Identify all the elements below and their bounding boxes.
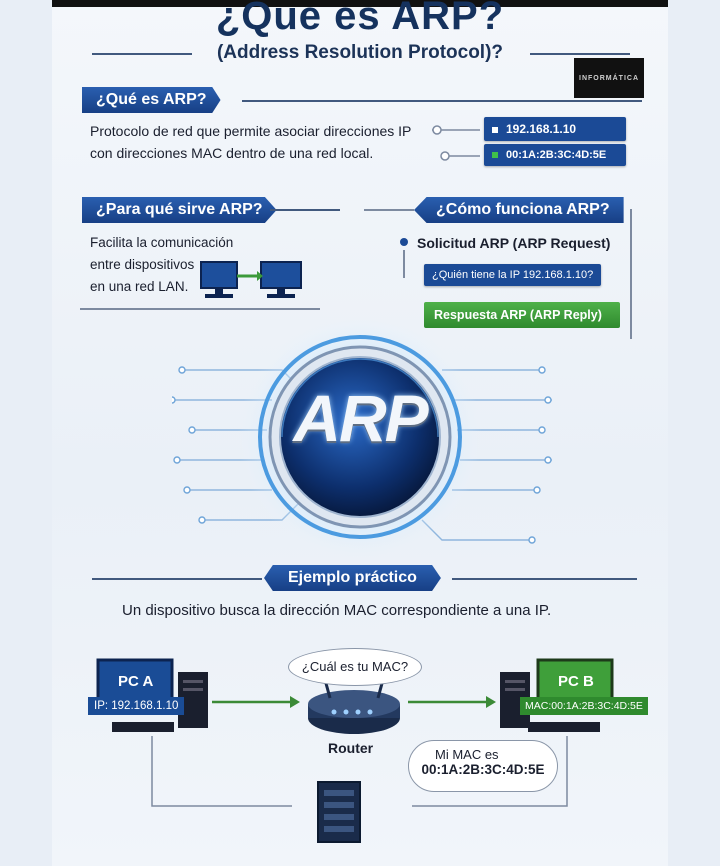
infographic: ¿Que es ARP? (Address Resolution Protoco…	[52, 0, 668, 866]
divider	[452, 578, 637, 580]
mac-value: 00:1A:2B:3C:4D:5E	[506, 149, 607, 161]
pc-b-label: PC B	[558, 673, 594, 690]
divider	[270, 209, 340, 211]
pc-a-label: PC A	[118, 673, 154, 690]
router-label: Router	[328, 740, 374, 756]
question-bubble: ¿Cuál es tu MAC?	[288, 648, 422, 686]
ip-value: 192.168.1.10	[506, 122, 577, 136]
divider	[92, 53, 192, 55]
reply-label: Respuesta ARP (ARP Reply)	[434, 308, 602, 322]
status-dot-icon	[492, 152, 498, 158]
what-line-1: Protocolo de red que permite asociar dir…	[90, 123, 412, 139]
purpose-heading: ¿Para qué sirve ARP?	[82, 197, 277, 223]
request-question: ¿Quién tiene la IP 192.168.1.10?	[432, 269, 594, 281]
connector-lines	[432, 125, 480, 161]
pc-a-ip: IP: 192.168.1.10	[94, 700, 179, 712]
divider	[242, 100, 642, 102]
page-title: ¿Que es ARP?	[215, 0, 505, 38]
what-heading: ¿Qué es ARP?	[82, 87, 221, 113]
connector-line	[630, 209, 632, 339]
divider	[530, 53, 630, 55]
answer-line-1: Mi MAC es	[435, 747, 499, 762]
pc-b-mac-badge: MAC:00:1A:2B:3C:4D:5E	[520, 697, 648, 715]
arp-emblem-icon	[238, 315, 482, 559]
how-heading: ¿Cómo funciona ARP?	[414, 197, 624, 223]
divider	[80, 308, 320, 310]
brand-logo: INFORMÁTICA	[574, 58, 644, 98]
divider	[364, 209, 414, 211]
page-subtitle: (Address Resolution Protocol)?	[216, 42, 504, 63]
example-heading: Ejemplo práctico	[264, 565, 441, 591]
divider	[92, 578, 262, 580]
connector-line	[403, 250, 405, 278]
ip-badge: 192.168.1.10	[484, 117, 626, 141]
request-question-badge: ¿Quién tiene la IP 192.168.1.10?	[424, 264, 602, 286]
bullet-icon	[400, 238, 408, 246]
pc-b-mac: MAC:00:1A:2B:3C:4D:5E	[525, 700, 643, 712]
what-line-2: con direcciones MAC dentro de una red lo…	[90, 145, 374, 161]
purpose-line-1: Facilita la comunicación	[90, 235, 234, 250]
purpose-line-2: entre dispositivos	[90, 257, 195, 272]
purpose-line-3: en una red LAN.	[90, 279, 189, 294]
example-description: Un dispositivo busca la dirección MAC co…	[122, 602, 552, 619]
mac-badge: 00:1A:2B:3C:4D:5E	[484, 144, 626, 166]
logo-text: INFORMÁTICA	[579, 74, 639, 82]
pc-a-ip-badge: IP: 192.168.1.10	[88, 697, 185, 715]
request-label: Solicitud ARP (ARP Request)	[417, 235, 611, 251]
reply-badge: Respuesta ARP (ARP Reply)	[424, 302, 620, 328]
top-bar	[52, 0, 668, 7]
question-text: ¿Cuál es tu MAC?	[301, 659, 409, 674]
answer-bubble: Mi MAC es 00:1A:2B:3C:4D:5E	[408, 740, 558, 792]
answer-line-2: 00:1A:2B:3C:4D:5E	[421, 762, 545, 777]
lan-computers-icon	[200, 261, 302, 298]
purpose-description: Facilita la comunicación entre dispositi…	[90, 232, 233, 298]
arp-emblem-text: ARP	[293, 381, 428, 455]
square-icon	[492, 127, 498, 133]
what-description: Protocolo de red que permite asociar dir…	[90, 120, 450, 164]
